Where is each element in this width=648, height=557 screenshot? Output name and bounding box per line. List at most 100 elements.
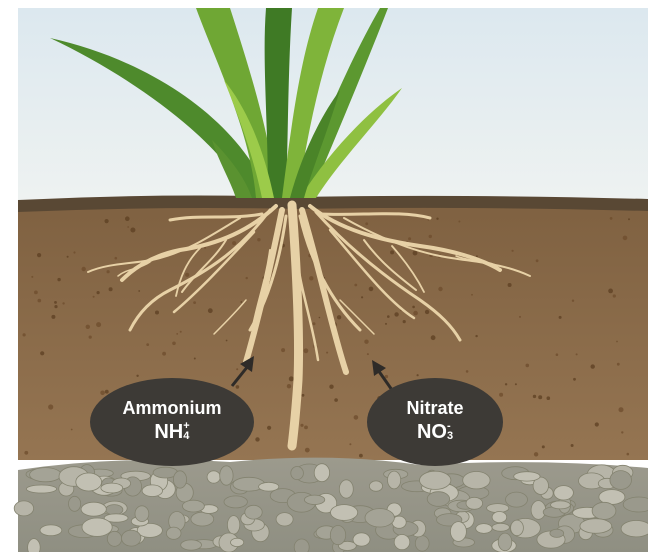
gravel-pebble bbox=[231, 538, 244, 546]
soil-speck bbox=[281, 348, 285, 352]
soil-speck bbox=[408, 237, 411, 240]
soil-speck bbox=[71, 429, 73, 431]
gravel-pebble bbox=[135, 506, 149, 522]
soil-speck bbox=[193, 301, 196, 304]
gravel-pebble bbox=[69, 496, 81, 511]
soil-speck bbox=[194, 358, 196, 360]
soil-speck bbox=[534, 452, 538, 456]
soil-speck bbox=[542, 445, 545, 448]
soil-speck bbox=[105, 390, 109, 394]
soil-speck bbox=[438, 287, 442, 291]
soil-speck bbox=[627, 453, 630, 456]
gravel-pebble bbox=[531, 501, 546, 520]
gravel-pebble bbox=[550, 529, 564, 537]
soil-speck bbox=[289, 376, 294, 381]
soil-speck bbox=[429, 235, 432, 238]
soil-speck bbox=[24, 451, 28, 455]
soil-speck bbox=[511, 250, 513, 252]
soil-speck bbox=[417, 374, 419, 376]
soil-speck bbox=[608, 289, 613, 294]
soil-speck bbox=[305, 448, 310, 453]
soil-speck bbox=[428, 219, 430, 221]
gravel-pebble bbox=[592, 502, 616, 519]
soil-speck bbox=[267, 426, 271, 430]
soil-speck bbox=[359, 454, 363, 458]
gravel-pebble bbox=[227, 516, 239, 535]
gravel-pebble bbox=[40, 525, 62, 536]
soil-speck bbox=[471, 294, 473, 296]
soil-speck bbox=[300, 424, 303, 427]
soil-speck bbox=[499, 393, 503, 397]
soil-speck bbox=[109, 287, 113, 291]
soil-speck bbox=[390, 250, 394, 254]
soil-speck bbox=[34, 291, 38, 295]
soil-speck bbox=[162, 352, 166, 356]
soil-speck bbox=[226, 340, 228, 342]
gravel-pebble bbox=[76, 473, 102, 491]
soil-speck bbox=[365, 222, 368, 225]
gravel-pebble bbox=[245, 505, 262, 519]
soil-speck bbox=[576, 353, 578, 355]
soil-speck bbox=[54, 301, 57, 304]
gravel-pebble bbox=[492, 511, 507, 522]
gravel-pebble bbox=[330, 526, 345, 545]
soil-speck bbox=[595, 422, 599, 426]
soil-speck bbox=[57, 278, 60, 281]
soil-speck bbox=[369, 287, 374, 292]
soil-speck bbox=[619, 407, 624, 412]
soil-speck bbox=[302, 394, 305, 397]
soil-speck bbox=[367, 353, 369, 355]
gravel-pebble bbox=[207, 471, 220, 483]
soil-speck bbox=[613, 294, 616, 297]
gravel-pebble bbox=[224, 496, 247, 508]
ammonium-formula-base: NH bbox=[154, 421, 183, 443]
gravel-pebble bbox=[420, 471, 451, 489]
soil-speck bbox=[519, 316, 521, 318]
soil-speck bbox=[304, 348, 309, 353]
soil-speck bbox=[337, 315, 341, 319]
soil-speck bbox=[23, 333, 26, 336]
soil-speck bbox=[413, 251, 418, 256]
gravel-pebble bbox=[514, 472, 540, 481]
soil-speck bbox=[436, 218, 438, 220]
soil-speck bbox=[115, 257, 118, 260]
soil-speck bbox=[287, 384, 291, 388]
soil-speck bbox=[304, 426, 308, 430]
gravel-pebble bbox=[106, 505, 123, 515]
soil-speck bbox=[105, 219, 109, 223]
soil-speck bbox=[37, 253, 41, 257]
soil-speck bbox=[466, 370, 469, 373]
gravel-pebble bbox=[554, 486, 574, 500]
ammonium-name: Ammonium bbox=[82, 398, 262, 420]
soil-speck bbox=[62, 302, 64, 304]
gravel-pebble bbox=[101, 483, 123, 493]
gravel-pebble bbox=[220, 466, 233, 485]
gravel-pebble bbox=[476, 524, 492, 534]
soil-speck bbox=[628, 218, 630, 220]
gravel-pebble bbox=[492, 523, 509, 531]
gravel-pebble bbox=[498, 533, 512, 551]
soil-speck bbox=[138, 290, 140, 292]
soil-speck bbox=[354, 284, 357, 287]
soil-speck bbox=[621, 431, 623, 433]
gravel-pebble bbox=[394, 535, 410, 550]
gravel-pebble bbox=[173, 471, 186, 488]
gravel-pebble bbox=[28, 539, 41, 552]
soil-speck bbox=[559, 316, 562, 319]
soil-speck bbox=[515, 383, 517, 385]
gravel-pebble bbox=[506, 492, 528, 507]
soil-speck bbox=[361, 296, 363, 298]
gravel-pebble bbox=[610, 471, 632, 490]
gravel-pebble bbox=[81, 502, 106, 516]
soil-speck bbox=[385, 323, 387, 325]
gravel-pebble bbox=[26, 485, 56, 493]
soil-speck bbox=[538, 395, 542, 399]
soil-speck bbox=[40, 351, 44, 355]
gravel-pebble bbox=[166, 527, 181, 539]
gravel-pebble bbox=[621, 521, 648, 537]
nitrate-label: Nitrate NO-3 bbox=[345, 398, 525, 444]
soil-speck bbox=[556, 353, 559, 356]
soil-speck bbox=[547, 396, 551, 400]
